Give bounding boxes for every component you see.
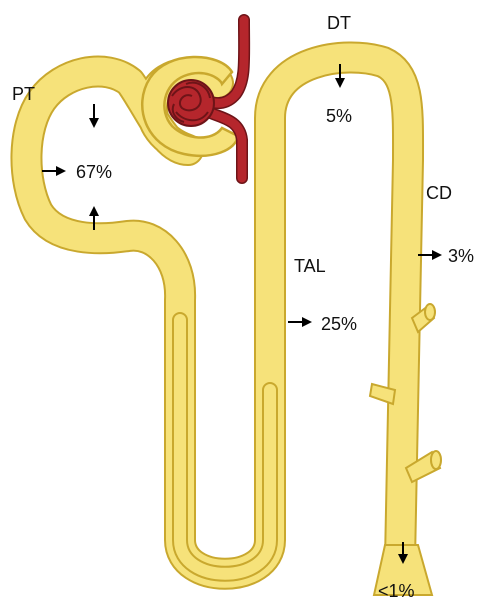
arrows — [42, 64, 442, 564]
value-dt-reabsorption: 5% — [326, 106, 352, 126]
arrow-icon — [398, 542, 408, 564]
branch-3-opening — [430, 450, 442, 470]
glomerulus-capillary-loops — [171, 81, 211, 123]
label-pt: PT — [12, 84, 35, 104]
branch-1-opening — [424, 303, 436, 321]
value-excreted: <1% — [378, 581, 415, 601]
arrow-icon — [89, 104, 99, 128]
value-cd-reabsorption: 3% — [448, 246, 474, 266]
arrow-icon — [335, 64, 345, 88]
label-tal: TAL — [294, 256, 326, 276]
value-pt-reabsorption: 67% — [76, 162, 112, 182]
arrow-icon — [42, 166, 66, 176]
value-tal-reabsorption: 25% — [321, 314, 357, 334]
labels: PT DT TAL CD 67% 5% 25% 3% <1% — [12, 13, 474, 601]
label-cd: CD — [426, 183, 452, 203]
arrow-icon — [418, 250, 442, 260]
efferent-arteriole-fill — [203, 107, 247, 183]
collecting-duct-branch-2 — [368, 382, 397, 406]
label-dt: DT — [327, 13, 351, 33]
loop-of-henle-thin-fill — [174, 314, 276, 580]
collecting-duct-outlet — [372, 544, 434, 596]
arrow-icon — [89, 206, 99, 230]
arrow-icon — [288, 317, 312, 327]
glomerulus — [167, 79, 215, 127]
